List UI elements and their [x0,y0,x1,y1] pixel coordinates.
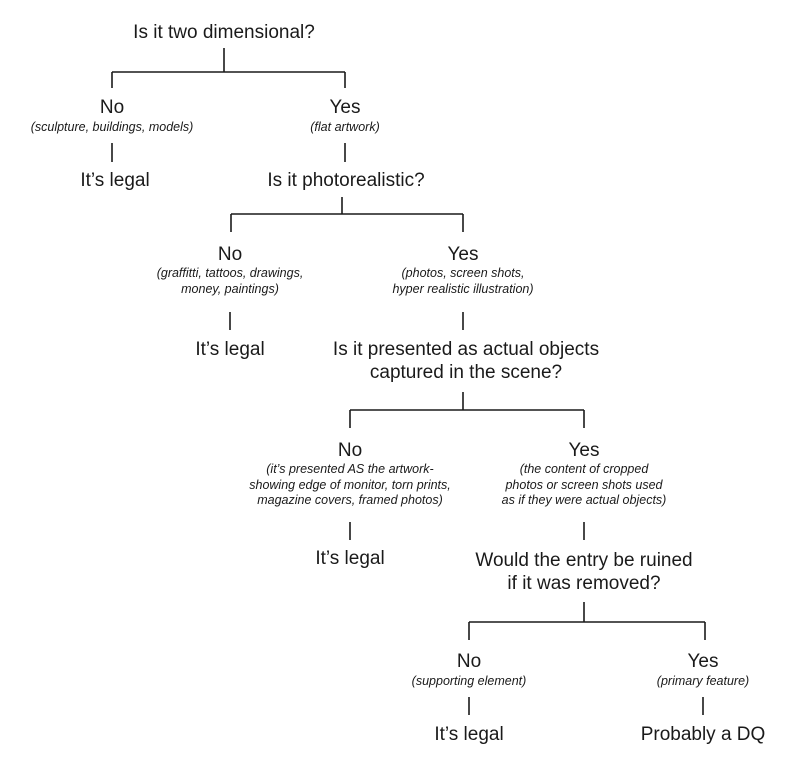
l4-yes-note: (primary feature) [656,674,750,688]
root-question: Is it two dimensional? [133,22,315,43]
l2-yes-label: Yes [447,244,479,265]
l3-yes-label: Yes [568,440,600,461]
l4-yes-result: Probably a DQ [640,724,766,745]
l2-no-label: No [217,244,243,265]
l4-question: Would the entry be ruined if it was remo… [475,550,693,594]
l1-yes-label: Yes [329,97,361,118]
l1-no-label: No [99,97,125,118]
l4-no-result: It’s legal [434,724,504,745]
l4-no-note: (supporting element) [411,674,527,688]
l1-no-result: It’s legal [80,170,150,191]
l4-no-label: No [456,651,482,672]
l2-no-result: It’s legal [195,339,265,360]
l2-yes-note: (photos, screen shots, hyper realistic i… [392,266,534,296]
l3-no-note: (it’s presented AS the artwork- showing … [249,462,451,508]
l2-question: Is it photorealistic? [267,170,425,191]
l1-yes-note: (flat artwork) [310,120,380,134]
l4-yes-label: Yes [687,651,719,672]
l3-no-result: It’s legal [315,548,385,569]
l1-no-note: (sculpture, buildings, models) [30,120,194,134]
l3-yes-note: (the content of cropped photos or screen… [501,462,667,508]
l3-no-label: No [337,440,363,461]
l3-question: Is it presented as actual objects captur… [332,339,600,383]
l2-no-note: (graffitti, tattoos, drawings, money, pa… [156,266,304,296]
